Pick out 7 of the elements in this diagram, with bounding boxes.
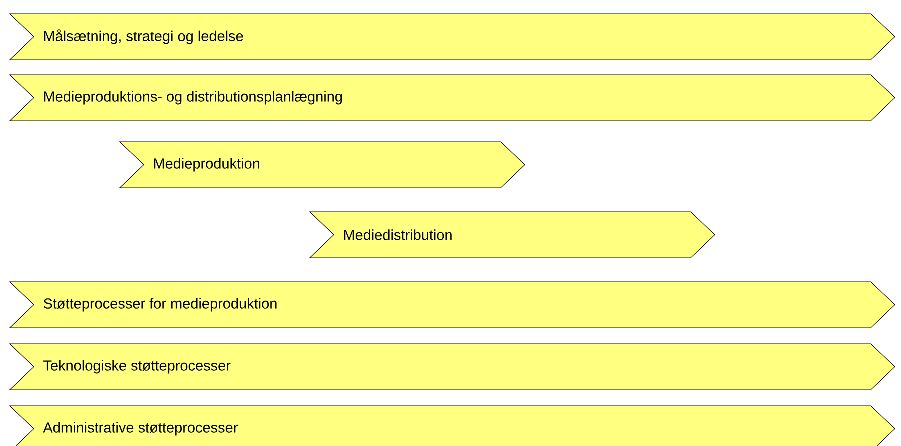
process-box: Støtteprocesser for medieproduktion bbox=[9, 282, 896, 328]
process-box: Mediedistribution bbox=[309, 212, 716, 258]
process-box: Administrative støtteprocesser bbox=[9, 406, 896, 446]
process-box: Teknologiske støtteprocesser bbox=[9, 344, 896, 390]
process-box: Medieproduktions- og distributionsplanlægning bbox=[9, 74, 896, 122]
process-box: Medieproduktion bbox=[119, 142, 526, 188]
process-box: Målsætning, strategi og ledelse bbox=[9, 14, 896, 60]
